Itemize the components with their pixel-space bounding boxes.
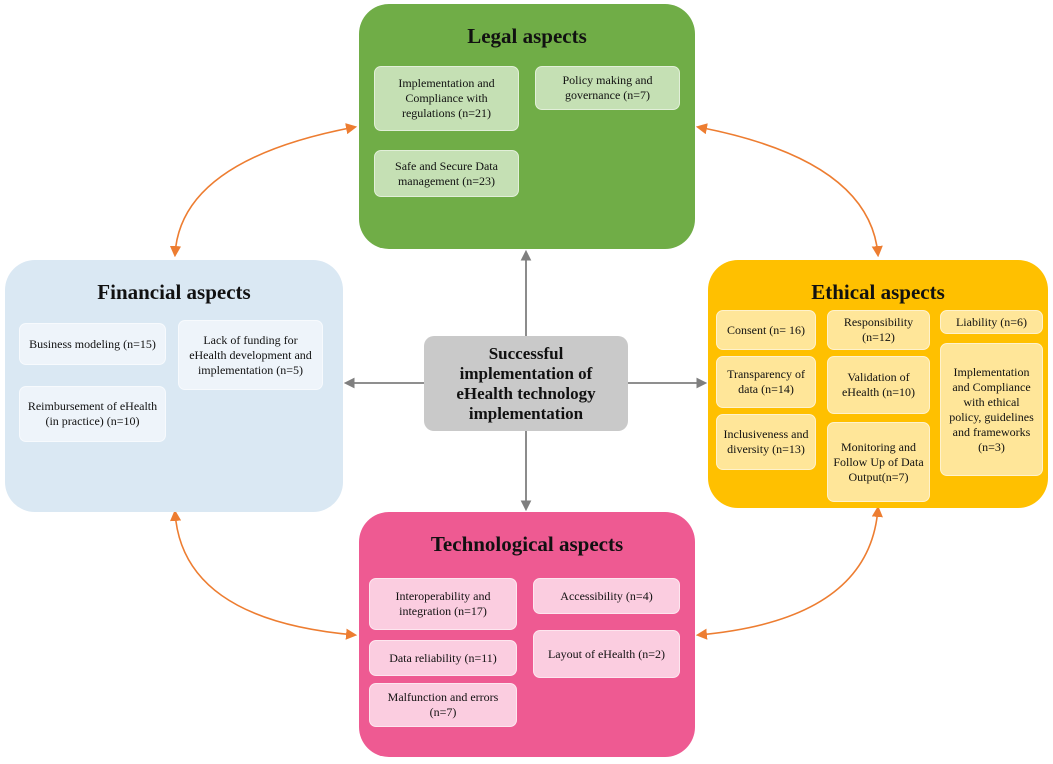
legal-item-policy-governance: Policy making and governance (n=7) [535,66,680,110]
financial-item-business-modeling: Business modeling (n=15) [19,323,166,365]
tech-item-data-reliability: Data reliability (n=11) [369,640,517,676]
arrow-legal-ethical [695,123,883,258]
ethical-item-validation: Validation of eHealth (n=10) [827,356,930,414]
tech-item-malfunction: Malfunction and errors (n=7) [369,683,517,727]
legal-item-data-management: Safe and Secure Data management (n=23) [374,150,519,197]
ethical-item-transparency: Transparency of data (n=14) [716,356,816,408]
ethical-aspects-panel: Ethical aspects Consent (n= 16) Responsi… [708,260,1048,508]
technological-aspects-title: Technological aspects [430,532,624,556]
legal-item-compliance-regulations: Implementation and Compliance with regul… [374,66,519,131]
tech-item-interoperability: Interoperability and integration (n=17) [369,578,517,630]
center-box: Successful implementation of eHealth tec… [424,336,628,431]
arrow-ethical-technological [695,505,883,640]
tech-item-accessibility: Accessibility (n=4) [533,578,680,614]
ethical-item-consent: Consent (n= 16) [716,310,816,350]
ethical-aspects-title: Ethical aspects [811,280,945,304]
financial-item-reimbursement: Reimbursement of eHealth (in practice) (… [19,386,166,442]
financial-aspects-panel: Financial aspects Business modeling (n=1… [5,260,343,512]
financial-aspects-title: Financial aspects [97,280,251,304]
financial-item-lack-of-funding: Lack of funding for eHealth development … [178,320,323,390]
ethical-item-responsibility: Responsibility (n=12) [827,310,930,350]
legal-aspects-panel: Legal aspects Implementation and Complia… [359,4,695,249]
ethical-item-compliance-ethical-policy: Implementation and Compliance with ethic… [940,343,1043,476]
tech-item-layout: Layout of eHealth (n=2) [533,630,680,678]
ethical-item-liability: Liability (n=6) [940,310,1043,334]
arrow-legal-financial [169,123,358,258]
arrow-financial-technological [169,509,358,640]
technological-aspects-panel: Technological aspects Interoperability a… [359,512,695,757]
ethical-item-inclusiveness: Inclusiveness and diversity (n=13) [716,414,816,470]
legal-aspects-title: Legal aspects [467,24,587,48]
ethical-item-monitoring: Monitoring and Follow Up of Data Output(… [827,422,930,502]
